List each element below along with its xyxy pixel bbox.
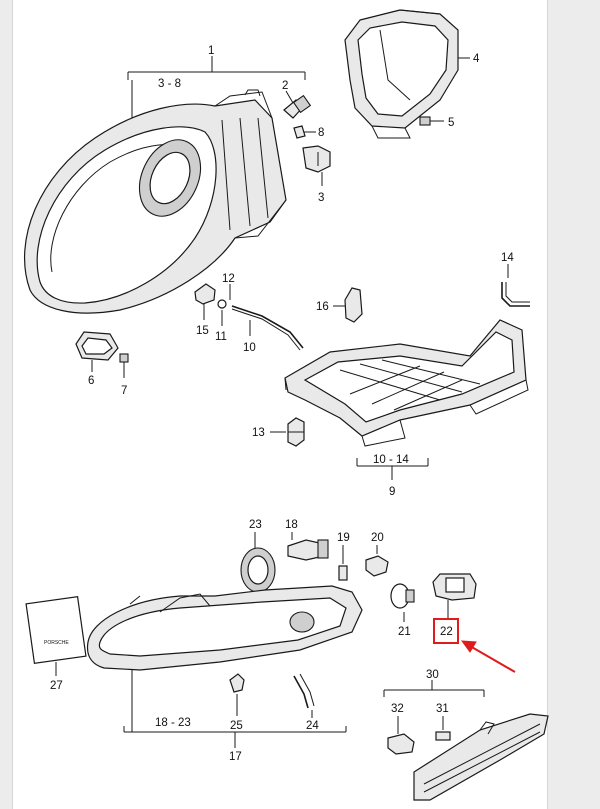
handle-part-14	[501, 264, 530, 307]
socket-part-32	[387, 716, 415, 755]
grommet-part-25	[229, 673, 245, 716]
plate-part-27: PORSCHE	[25, 595, 87, 676]
socket-part-22	[432, 573, 477, 620]
callout-10-14: 10 - 14	[373, 454, 409, 466]
callout-18-23: 18 - 23	[155, 717, 191, 729]
callout-8: 8	[318, 127, 324, 139]
clip-part-8	[293, 125, 316, 139]
callout-24: 24	[306, 720, 319, 732]
plate-brand-text: PORSCHE	[44, 640, 69, 646]
callout-9: 9	[389, 486, 395, 498]
callout-3: 3	[318, 192, 324, 204]
callout-32: 32	[391, 703, 404, 715]
callout-25: 25	[230, 720, 243, 732]
callout-2: 2	[282, 80, 288, 92]
callout-19: 19	[337, 532, 350, 544]
hose-part-24	[293, 673, 315, 718]
callout-17: 17	[229, 751, 242, 763]
callout-5: 5	[448, 117, 454, 129]
callout-12: 12	[222, 273, 235, 285]
bulb-part-2	[283, 90, 312, 119]
callout-23: 23	[249, 519, 262, 531]
group-bracket-9	[356, 458, 429, 480]
side-marker-part-30	[383, 680, 549, 801]
callout-15: 15	[196, 325, 209, 337]
callout-1: 1	[208, 45, 214, 57]
bulb-part-31	[435, 716, 451, 741]
screw-part-5	[419, 116, 444, 126]
bulb-part-20	[365, 545, 389, 577]
callout-4: 4	[473, 53, 480, 65]
indicator-lamp-housing	[86, 585, 363, 671]
grommet-part-13	[270, 417, 305, 447]
callout-10: 10	[243, 342, 256, 354]
lamp-tray-assembly	[284, 319, 529, 447]
bulb-part-19	[338, 545, 348, 581]
bracket-part-16	[333, 287, 363, 323]
callout-30: 30	[426, 669, 439, 681]
highlight-part-22	[433, 618, 516, 673]
seal-part-23	[240, 532, 276, 593]
callout-16: 16	[316, 301, 329, 313]
screw-part-7	[119, 353, 129, 378]
callout-7: 7	[121, 385, 127, 397]
callout-18: 18	[285, 519, 298, 531]
callout-27: 27	[50, 680, 63, 692]
viewer-right-margin	[547, 0, 600, 809]
callout-11: 11	[215, 331, 227, 343]
bulb-part-21	[390, 583, 415, 622]
adjust-rod-part-10	[231, 305, 304, 351]
lamp-part-6	[75, 331, 119, 372]
callout-6: 6	[88, 375, 94, 387]
ring-part-11	[217, 299, 227, 326]
cover-part-4	[344, 9, 470, 139]
bulb-part-18	[287, 532, 329, 561]
headlamp-housing-part-1	[23, 89, 287, 314]
group-bracket-17	[123, 670, 347, 748]
callout-31: 31	[436, 703, 449, 715]
callout-14: 14	[501, 252, 514, 264]
cap-part-15	[194, 283, 216, 320]
callout-13: 13	[252, 427, 265, 439]
callout-20: 20	[371, 532, 384, 544]
callout-21: 21	[398, 626, 411, 638]
bulb-part-3	[302, 145, 331, 186]
callout-22: 22	[440, 626, 453, 638]
viewer-left-margin	[0, 0, 13, 809]
callout-3-8: 3 - 8	[158, 78, 181, 90]
